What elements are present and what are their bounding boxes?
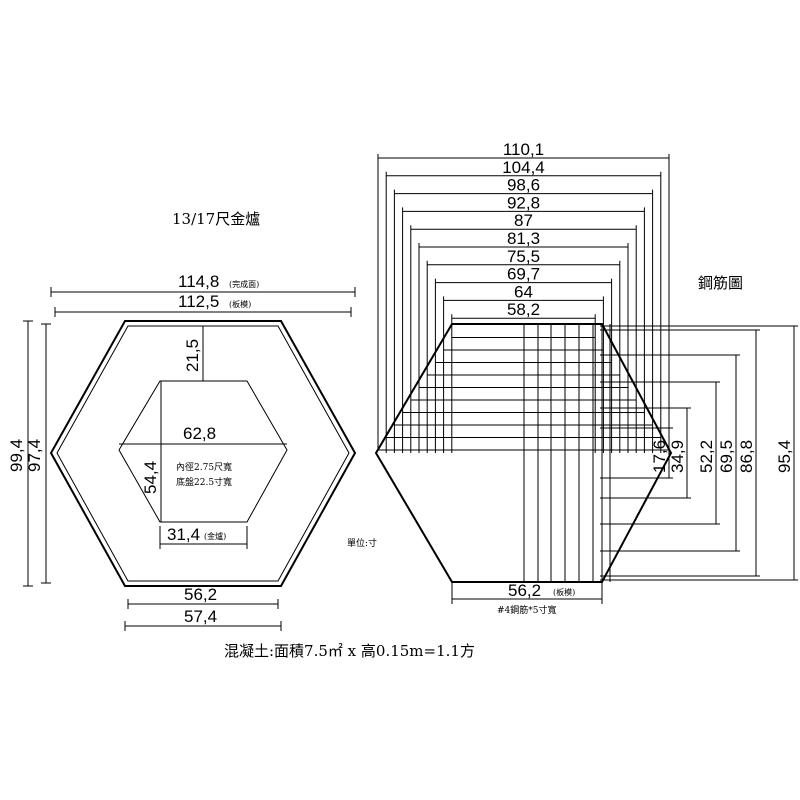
rebar-top-dim: 87 [410, 211, 637, 453]
inner-height-label: 54,4 [141, 461, 160, 494]
inner-note-line1: 內徑2.75尺寬 [176, 461, 232, 473]
bottom-edge-1-label: 56,2 [184, 585, 217, 604]
height-inner-label: 97,4 [25, 439, 44, 472]
inner-hexagon [56, 325, 350, 582]
width-inner-note: (板模) [229, 299, 251, 309]
outer-hexagon [49, 320, 357, 587]
rebar-top-dim: 81,3 [418, 229, 629, 453]
dim-height-inner: 97,4 [25, 323, 51, 584]
inner-bottom-note: (金爐) [204, 531, 226, 541]
rebar-top-dim: 75,5 [426, 247, 621, 453]
rebar-top-dim: 110,1 [377, 140, 670, 450]
dim-inner-bottom: 31,4 (金爐) [159, 525, 248, 549]
rebar-bottom-note: (板模) [553, 587, 575, 597]
dim-inner-width: 62,8 [119, 424, 287, 445]
rebar-top-dim-label: 81,3 [507, 229, 540, 248]
width-outer-label: 114,8 [178, 272, 219, 291]
rebar-note: #4鋼筋*5寸寬 [497, 604, 557, 616]
inner-width-label: 62,8 [183, 424, 216, 443]
rebar-vertical-bars [378, 324, 669, 582]
unit-note: 單位:寸 [347, 537, 377, 549]
rebar-bottom-label: 56,2 [508, 581, 541, 600]
rebar-right-dim: 69,5 [600, 354, 740, 552]
rebar-right-dim-label: 69,5 [717, 440, 736, 473]
rebar-right-dim-label: 95,4 [775, 440, 794, 473]
rebar-right-dim-label: 86,8 [737, 440, 756, 473]
rebar-right-dim-label: 52,2 [697, 440, 716, 473]
rebar-top-dim: 98,6 [393, 176, 654, 453]
rebar-right-dim: 86,8 [600, 329, 760, 577]
left-title: 13/17尺金爐 [172, 210, 260, 228]
rebar-top-dim-label: 110,1 [503, 140, 544, 159]
dim-width-inner: 112,5 (板模) [54, 292, 352, 317]
rebar-top-dim: 104,4 [385, 158, 662, 453]
dim-inner-height: 54,4 [141, 381, 162, 522]
inner-bottom-label: 31,4 [167, 525, 200, 544]
rebar-top-dim-label: 92,8 [507, 193, 540, 212]
dim-bottom-edge-1: 56,2 [127, 585, 279, 609]
rebar-top-dim-label: 75,5 [507, 247, 540, 266]
dim-bottom-edge-2: 57,4 [124, 607, 282, 631]
width-outer-note: (完成面) [229, 279, 259, 289]
bottom-edge-2-label: 57,4 [184, 607, 217, 626]
rebar-right-dim-label: 34,9 [668, 440, 687, 473]
rebar-top-dim-label: 69,7 [507, 265, 540, 284]
rebar-top-dim-label: 64 [514, 282, 533, 301]
concrete-formula: 混凝土:面積7.5㎡ x 高0.15m=1.1方 [224, 642, 475, 660]
dim-height-outer: 99,4 [7, 320, 33, 587]
offset-top-label: 21,5 [183, 339, 202, 372]
rebar-right-dim: 52,2 [600, 381, 720, 525]
width-inner-label: 112,5 [178, 292, 219, 311]
furnace-hexagon [118, 380, 288, 523]
rebar-top-dim-label: 98,6 [507, 176, 540, 195]
rebar-top-dim: 69,7 [434, 265, 613, 453]
dim-width-outer: 114,8 (完成面) [50, 272, 356, 297]
rebar-top-dim-label: 104,4 [502, 158, 545, 177]
rebar-top-dim-label: 58,2 [507, 300, 540, 319]
dim-offset-top: 21,5 [183, 325, 208, 382]
rebar-right-dim: 34,9 [600, 407, 691, 499]
rebar-right-dim: 95,4 [600, 325, 798, 581]
inner-note-line2: 底盤22.5寸寬 [176, 476, 232, 488]
dim-rebar-bottom: 56,2 (板模) [451, 581, 603, 604]
height-outer-label: 99,4 [7, 439, 26, 472]
right-title: 鋼筋圖 [698, 274, 743, 292]
rebar-top-dim-label: 87 [514, 211, 533, 230]
